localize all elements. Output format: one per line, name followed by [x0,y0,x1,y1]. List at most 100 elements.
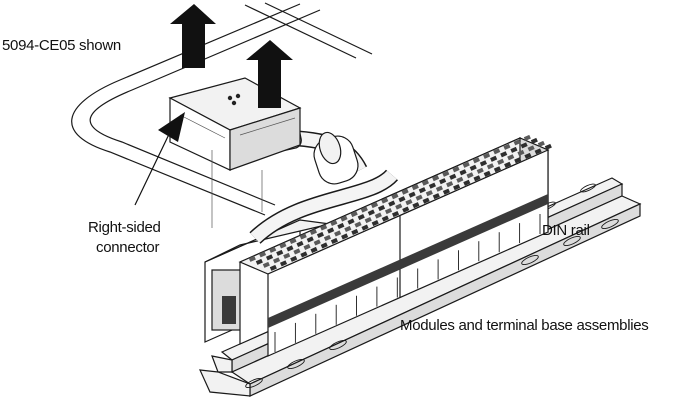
terminal-screw [269,264,277,271]
terminal-screw [330,237,338,245]
terminal-screw [439,178,447,185]
right-connector-label-line1: Right-sided [88,219,161,236]
up-arrow-icon [170,4,216,68]
terminal-screw [384,208,393,215]
terminal-screw [367,209,375,216]
terminal-screw [360,206,368,213]
model-shown-label: 5094-CE05 shown [2,37,121,54]
terminal-screw [435,185,443,192]
terminal-screw [530,137,538,144]
terminal-screw [418,187,426,194]
terminal-screw [473,175,481,182]
terminal-screw [327,227,335,234]
terminal-screw [371,220,379,227]
terminal-screw [425,190,433,197]
terminal-screw [422,197,430,204]
terminal-screw [377,205,386,212]
terminal-screw [354,221,362,228]
terminal-blocks [248,134,552,271]
terminal-screw [289,237,297,245]
terminal-screw [469,164,477,171]
terminal-screw [513,139,521,146]
terminal-screw [337,222,345,230]
terminal-screw [262,261,270,268]
terminal-screw [255,258,263,265]
terminal-screw [401,188,409,195]
terminal-screw [395,203,403,210]
terminal-screw [306,236,314,243]
terminal-screw [283,252,291,259]
pointer-arrow-icon [134,112,185,206]
terminal-screw [279,242,287,249]
terminal-screw [320,224,328,231]
terminal-screw [520,142,528,149]
terminal-screw [391,193,399,200]
terminal-screw [381,197,389,204]
right-connector-label-line2: connector [96,239,160,256]
terminal-screw [517,149,525,156]
terminal-screw [334,230,342,237]
terminal-screw [415,194,423,201]
terminal-screw [350,211,358,218]
cable-loop [71,2,373,216]
module-assembly [204,134,552,357]
terminal-screw [370,202,379,209]
terminal-screw [361,224,369,231]
terminal-screw [293,248,301,255]
terminal-screw [463,179,471,186]
terminal-screw [303,243,311,251]
terminal-screw [462,161,470,168]
terminal-screw [527,145,535,152]
terminal-screw [357,214,365,221]
terminal-screw [486,163,494,170]
terminal-screw [504,161,512,168]
terminal-screw [351,228,359,236]
terminal-screw [320,242,328,249]
din-rail-label: DIN rail [542,222,590,239]
up-arrow-icon [246,40,293,108]
terminal-screw [544,143,552,150]
terminal-screw [534,148,542,155]
terminal-screw [483,170,491,177]
terminal-screw [456,176,464,183]
terminal-screw [344,225,352,233]
terminal-screw [364,217,372,224]
terminal-screw [388,200,396,207]
terminal-screw [497,158,505,165]
terminal-screw [411,184,419,191]
terminal-screw [408,191,416,198]
terminal-screw [279,260,288,267]
terminal-screw [453,184,461,191]
terminal-screw [276,249,284,256]
terminal-screw [514,157,522,164]
terminal-screw [265,254,274,261]
terminal-screw [428,182,436,189]
terminal-screw [340,215,348,222]
terminal-screw [449,173,457,180]
terminal-screw [299,233,307,240]
terminal-screw [503,143,511,150]
terminal-screw [296,240,304,248]
terminal-screw [323,234,331,242]
terminal-screw [493,148,501,155]
terminal-screw [269,246,277,253]
terminal-screw [442,170,450,177]
terminal-screw [290,255,298,262]
terminal-screw [507,154,515,161]
terminal-screw [381,215,389,222]
terminal-screw [330,219,338,227]
terminal-screw [510,146,518,153]
terminal-screw [391,211,400,218]
cable [249,118,398,244]
terminal-screw [472,157,480,164]
terminal-screw [374,212,382,219]
terminal-screw [310,246,318,254]
terminal-screw [421,179,429,186]
terminal-screw [313,239,321,246]
terminal-screw [490,155,498,162]
terminal-screw [316,231,324,239]
terminal-screw [402,206,410,213]
terminal-screw [524,152,532,159]
terminal-screw [483,152,491,159]
